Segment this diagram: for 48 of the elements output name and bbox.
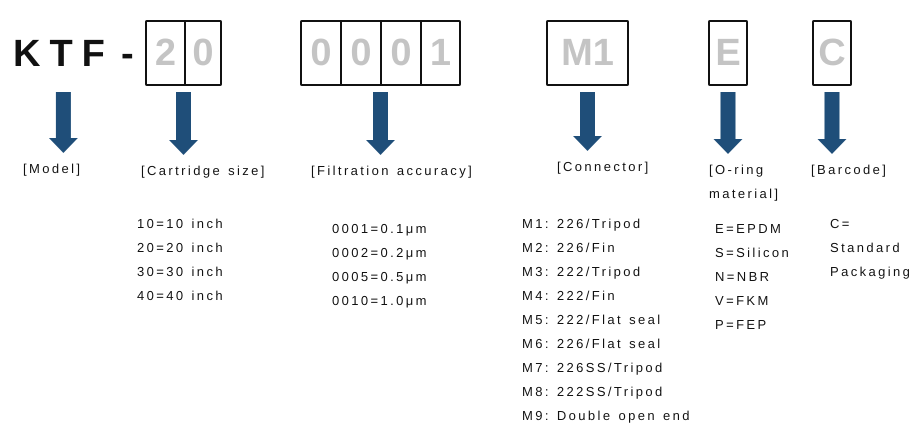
option-text: E=EPDM bbox=[715, 220, 784, 238]
down-arrow bbox=[366, 92, 395, 155]
option-text: M9: Double open end bbox=[522, 407, 692, 425]
category-label: [Model] bbox=[23, 157, 82, 181]
option-text: M2: 226/Fin bbox=[522, 239, 618, 257]
down-arrow bbox=[714, 92, 742, 154]
hyphen-separator: - bbox=[121, 35, 134, 73]
digit-cell: 0 bbox=[340, 22, 380, 84]
option-text: 0001=0.1μm bbox=[332, 220, 429, 238]
digit-cell: 1 bbox=[420, 22, 459, 84]
option-text: M6: 226/Flat seal bbox=[522, 335, 663, 353]
code-box: E bbox=[708, 20, 748, 86]
down-arrow bbox=[573, 92, 602, 151]
down-arrow bbox=[169, 92, 198, 155]
option-text: S=Silicon bbox=[715, 244, 792, 262]
option-text: M4: 222/Fin bbox=[522, 287, 618, 305]
option-text: M1: 226/Tripod bbox=[522, 215, 643, 233]
option-text: C= Standard Packaging bbox=[830, 215, 914, 281]
option-text: 40=40 inch bbox=[137, 287, 225, 305]
digit-cell: 0 bbox=[380, 22, 420, 84]
category-label: [Filtration accuracy] bbox=[311, 159, 474, 183]
option-text: 0005=0.5μm bbox=[332, 268, 429, 286]
option-text: M5: 222/Flat seal bbox=[522, 311, 663, 329]
option-text: 0010=1.0μm bbox=[332, 292, 429, 310]
model-code: KTF bbox=[13, 35, 114, 73]
category-label: [Connector] bbox=[557, 155, 651, 179]
option-text: V=FKM bbox=[715, 292, 771, 310]
category-label: [Cartridge size] bbox=[141, 159, 267, 183]
option-text: M7: 226SS/Tripod bbox=[522, 359, 665, 377]
option-text: M8: 222SS/Tripod bbox=[522, 383, 665, 401]
code-box: M1 bbox=[546, 20, 629, 86]
category-label: [Barcode] bbox=[811, 158, 888, 182]
option-text: 30=30 inch bbox=[137, 263, 225, 281]
option-text: M3: 222/Tripod bbox=[522, 263, 643, 281]
digit-code-box bbox=[300, 20, 461, 86]
digit-cell: 2 bbox=[147, 22, 184, 84]
down-arrow bbox=[818, 92, 846, 154]
digit-cell: 0 bbox=[184, 22, 220, 84]
option-text: N=NBR bbox=[715, 268, 772, 286]
digit-code-box bbox=[145, 20, 222, 86]
option-text: 10=10 inch bbox=[137, 215, 225, 233]
option-text: P=FEP bbox=[715, 316, 769, 334]
option-text: 20=20 inch bbox=[137, 239, 225, 257]
digit-cell: 0 bbox=[302, 22, 340, 84]
down-arrow bbox=[48, 92, 78, 153]
code-box: C bbox=[812, 20, 852, 86]
category-label: [O-ring material] bbox=[709, 158, 787, 206]
option-text: 0002=0.2μm bbox=[332, 244, 429, 262]
